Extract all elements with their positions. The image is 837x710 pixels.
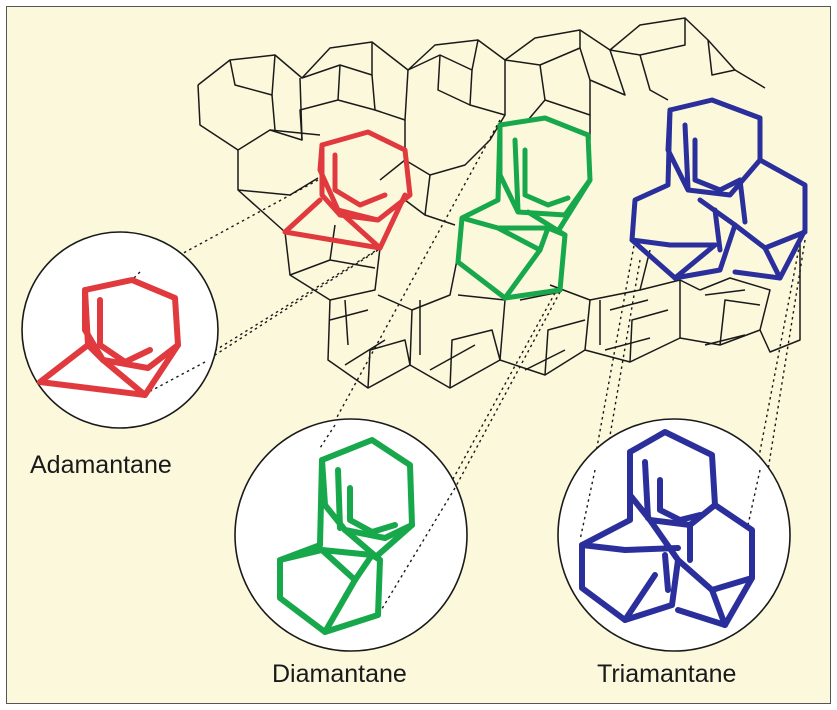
diamond-lattice — [197, 17, 801, 389]
projection-lines-inner — [129, 271, 761, 613]
diamantane-label: Diamantane — [272, 660, 407, 688]
triamantane-label: Triamantane — [597, 660, 737, 688]
adamantane-molecule — [37, 277, 181, 398]
adamantane-circle — [21, 231, 219, 429]
triamantane-in-lattice — [629, 97, 808, 281]
adamantane-in-lattice — [282, 129, 413, 251]
diamantane-in-lattice — [455, 115, 593, 301]
triamantane-molecule — [579, 429, 755, 628]
triamantane-circle — [557, 418, 791, 652]
adamantane-label: Adamantane — [30, 451, 172, 479]
diamantane-molecule — [277, 437, 415, 635]
